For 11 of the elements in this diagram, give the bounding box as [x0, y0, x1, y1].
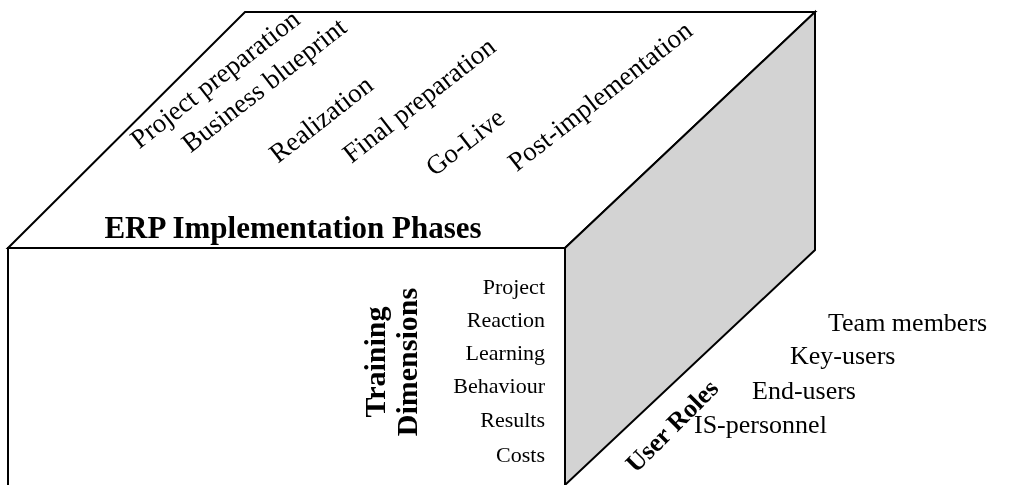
- role-label: End-users: [752, 377, 856, 405]
- face-label: Behaviour: [453, 374, 545, 398]
- face-label: Results: [480, 408, 545, 432]
- face-heading: Training Dimensions: [358, 286, 422, 439]
- face-label: Reaction: [466, 308, 545, 332]
- role-label: Key-users: [790, 342, 896, 370]
- face-label: Learning: [465, 341, 545, 365]
- face-label: Costs: [496, 443, 545, 467]
- role-label: Team members: [828, 309, 988, 337]
- face-label: Project: [482, 275, 545, 299]
- face-heading: ERP Implementation Phases: [104, 211, 482, 245]
